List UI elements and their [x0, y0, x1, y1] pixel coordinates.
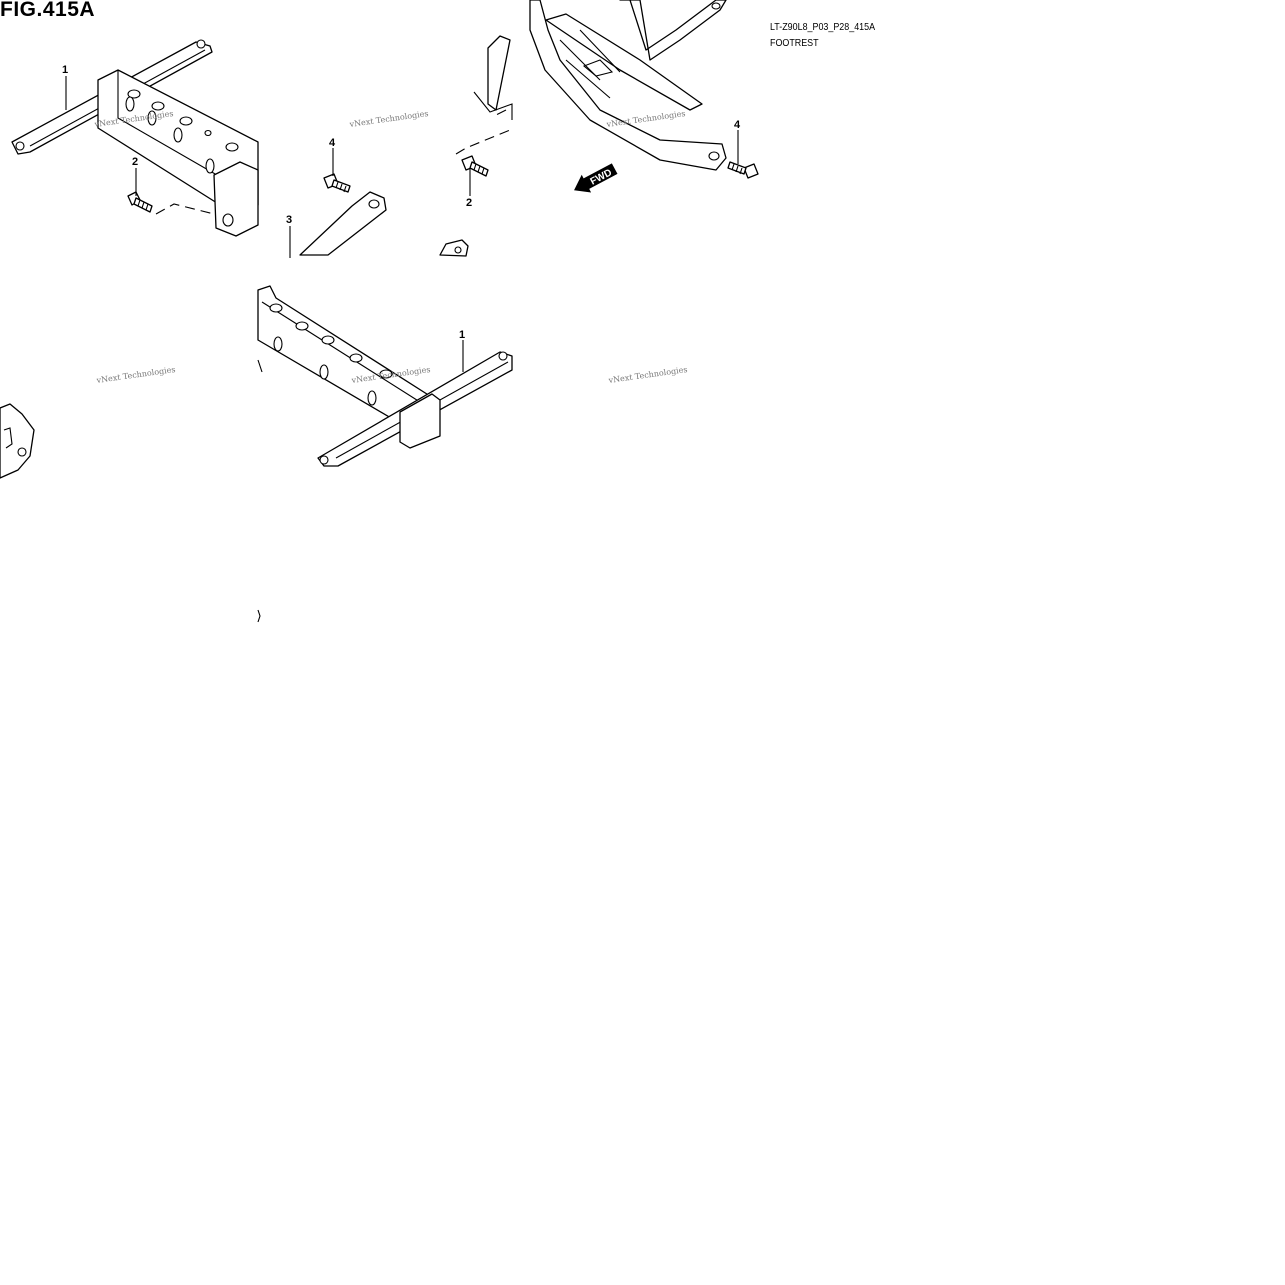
callout-1-top: 1: [62, 64, 68, 76]
callout-1-bottom: 1: [459, 329, 465, 341]
watermark-3: vNext Technologies: [605, 109, 686, 129]
callout-2-mid: 2: [466, 197, 472, 209]
callout-4-right: 4: [734, 119, 741, 131]
figure-label: FIG.415A: [0, 0, 96, 21]
drawing-code: LT-Z90L8_P03_P28_415A: [770, 21, 876, 33]
watermark-2: vNext Technologies: [348, 109, 429, 129]
forward-direction-arrow: FWD: [574, 163, 618, 193]
callout-4-mid: 4: [329, 137, 336, 149]
footrest-bracket-part-3[interactable]: [299, 191, 469, 257]
callout-leaders: [65, 76, 739, 372]
footrest-frame-top-left[interactable]: [11, 39, 259, 237]
watermark-text: vNext Technologies: [605, 109, 686, 129]
bolt-2-left[interactable]: [127, 191, 153, 213]
callout-2-left: 2: [132, 156, 138, 168]
footrest-guard-top-right[interactable]: [473, 0, 727, 171]
bolt-4-right[interactable]: [727, 161, 759, 179]
fwd-label: FWD: [589, 167, 614, 187]
bolt-2-mid-leader: [455, 109, 511, 155]
bolt-2-mid[interactable]: [461, 155, 489, 177]
section-name: FOOTREST: [770, 37, 819, 49]
bracket-fragment-left[interactable]: [0, 403, 35, 479]
watermark-text: vNext Technologies: [95, 365, 176, 385]
watermark-6: vNext Technologies: [607, 365, 688, 385]
callout-3: 3: [286, 214, 292, 226]
bolt-2-left-leader: [155, 203, 215, 215]
watermark-4: vNext Technologies: [95, 365, 176, 385]
watermark-text: vNext Technologies: [607, 365, 688, 385]
footrest-frame-bottom[interactable]: [257, 285, 513, 623]
bolt-4-mid[interactable]: [323, 173, 351, 193]
watermark-text: vNext Technologies: [348, 109, 429, 129]
